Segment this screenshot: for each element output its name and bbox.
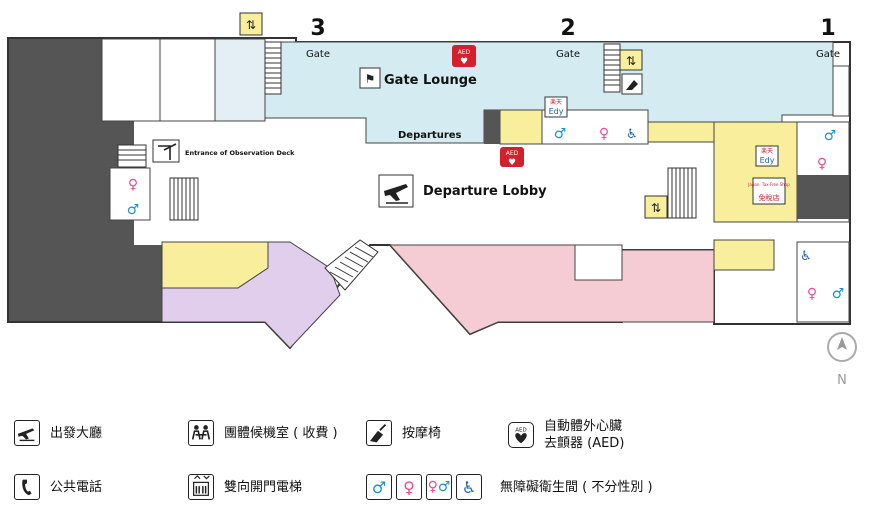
observation-deck-icon	[152, 139, 180, 163]
svg-text:Edy: Edy	[760, 156, 775, 165]
central-escalator	[324, 239, 379, 291]
stairs-right	[667, 167, 697, 219]
legend-aed-line2: 去顫器 (AED)	[544, 436, 625, 451]
legend-elevator: 雙向開門電梯	[188, 474, 302, 500]
floor-map: ♀ ♂ 3 Gate 2 Gate 1 Gate ⇅ ⇅ ⇅ AED ♥ AED…	[7, 12, 857, 388]
male-icon-left: ♂	[127, 202, 140, 218]
female-icon-right: ♀	[817, 156, 827, 172]
gate-1-room	[832, 65, 850, 117]
escalator-gate-3	[264, 41, 282, 95]
svg-text:⇅: ⇅	[626, 54, 636, 68]
stairs-left-2	[117, 144, 147, 168]
svg-text:AED: AED	[515, 427, 527, 433]
elevator-icon: ⇅	[644, 195, 668, 219]
restroom-lower-right	[796, 241, 850, 323]
shop-yellow-3	[647, 121, 715, 143]
female-icon-lounge: ♀	[599, 126, 609, 142]
group-lounge-icon: ⚑	[359, 67, 381, 89]
svg-text:⇅: ⇅	[246, 18, 256, 32]
legend-aed-label: 自動體外心臟 去顫器 (AED)	[544, 418, 624, 452]
legend-massage-chair: 按摩椅	[366, 420, 441, 446]
gate-2-label: Gate	[556, 49, 580, 60]
male-toilet-icon: ♂	[366, 474, 392, 500]
shop-yellow-1	[499, 109, 543, 145]
female-icon-left: ♀	[128, 177, 138, 193]
female-icon-lower-right: ♀	[807, 286, 817, 302]
accessible-icon: ♿	[456, 474, 482, 500]
legend-restrooms: ♂ ♀ ♀♂ ♿ 無障礙衛生間 ( 不分性別 )	[366, 474, 653, 500]
elevator-icon	[188, 474, 214, 500]
svg-text:⚑: ⚑	[365, 72, 376, 86]
gate-lounge-label: Gate Lounge	[384, 73, 477, 88]
male-icon-lower-right: ♂	[832, 286, 845, 302]
legend-group-lounge: 團體候機室 ( 收費 )	[188, 420, 338, 446]
svg-text:楽天: 楽天	[761, 147, 773, 155]
duty-free-shop	[713, 121, 798, 223]
elevator-icon: ⇅	[619, 49, 643, 71]
gate-1-number: 1	[820, 16, 835, 41]
svg-text:AED: AED	[458, 49, 471, 56]
female-toilet-icon: ♀	[396, 474, 422, 500]
svg-text:Edy: Edy	[549, 107, 564, 116]
room-upper-left-2	[159, 38, 216, 122]
shop-yellow-4	[713, 239, 775, 271]
group-lounge-icon	[188, 420, 214, 446]
legend-payphone-label: 公共電話	[50, 479, 103, 495]
room-upper-left-3	[214, 38, 266, 122]
legend-massage-chair-label: 按摩椅	[402, 425, 442, 441]
departure-lobby-label: Departure Lobby	[423, 184, 547, 199]
service-core-right	[797, 175, 849, 219]
legend-payphone: 公共電話	[14, 474, 102, 500]
aed-icon-lounge: AED ♥	[452, 45, 476, 67]
elevator-icon: ⇅	[239, 12, 263, 36]
male-icon-lounge: ♂	[554, 126, 567, 142]
legend-aed-line1: 自動體外心臟	[544, 419, 623, 434]
svg-text:免稅店: 免稅店	[759, 193, 780, 202]
svg-text:♥: ♥	[508, 158, 516, 168]
legend-aed: AED 自動體外心臟 去顫器 (AED)	[508, 418, 624, 452]
gate-1-label: Gate	[816, 49, 840, 60]
accessible-icon-right: ♿	[800, 249, 812, 264]
edy-badge-shop: 楽天 Edy	[755, 145, 779, 167]
service-core-left	[9, 39, 162, 321]
unisex-toilet-icon: ♀♂	[426, 474, 452, 500]
male-icon-right: ♂	[824, 128, 837, 144]
gate-3-label: Gate	[306, 49, 330, 60]
gate-3-number: 3	[310, 16, 325, 41]
legend-departure-hall: 出發大廳	[14, 420, 102, 446]
legend-restrooms-label: 無障礙衛生間 ( 不分性別 )	[500, 479, 653, 495]
observation-deck-label: Entrance of Observation Deck	[185, 149, 295, 157]
pillar-1	[484, 110, 500, 144]
room-upper-left-1	[101, 38, 161, 122]
aed-icon: AED	[508, 422, 534, 448]
payphone-icon	[14, 474, 40, 500]
escalator-gate-2	[603, 43, 621, 93]
legend: 出發大廳 團體候機室 ( 收費 ) 按摩椅 AED 自動體外心臟 去顫器 (AE…	[0, 400, 880, 516]
legend-group-lounge-label: 團體候機室 ( 收費 )	[224, 425, 338, 441]
compass: N	[827, 332, 857, 388]
massage-chair-icon	[366, 420, 392, 446]
svg-text:Japan. Tax-Free Shop: Japan. Tax-Free Shop	[747, 182, 790, 187]
svg-text:AED: AED	[506, 150, 519, 157]
restroom-left	[109, 167, 151, 221]
departures-label: Departures	[398, 130, 462, 141]
stairs-left	[169, 177, 199, 221]
departure-plane-icon	[14, 420, 40, 446]
accessible-icon-lounge: ♿	[626, 127, 638, 142]
gate-2-number: 2	[560, 16, 575, 41]
svg-text:N: N	[837, 373, 847, 388]
edy-badge-lounge: 楽天 Edy	[544, 96, 568, 118]
duty-free-badge: Japan. Tax-Free Shop 免稅店	[747, 177, 790, 205]
shop-white-mid	[574, 244, 623, 281]
aed-icon-lobby: AED ♥	[500, 147, 524, 168]
svg-text:♥: ♥	[460, 57, 468, 67]
massage-chair-icon	[621, 73, 643, 95]
svg-text:楽天: 楽天	[550, 98, 562, 106]
shop-pink	[388, 244, 715, 335]
svg-text:⇅: ⇅	[651, 201, 661, 215]
legend-departure-hall-label: 出發大廳	[50, 425, 103, 441]
departure-plane-icon	[378, 174, 414, 208]
legend-elevator-label: 雙向開門電梯	[224, 479, 303, 495]
